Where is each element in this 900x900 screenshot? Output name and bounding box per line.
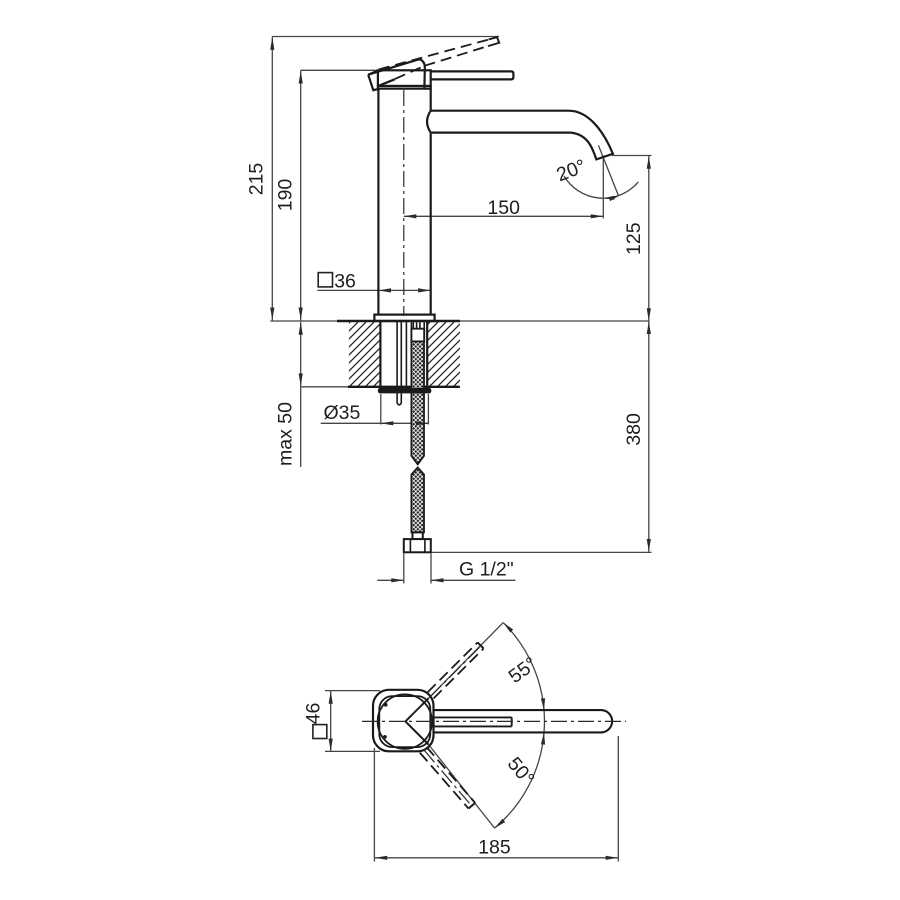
svg-text:150: 150 [487,197,520,219]
svg-text:190: 190 [275,179,297,212]
svg-text:185: 185 [478,837,511,859]
svg-text:55°: 55° [505,653,542,688]
svg-text:Ø35: Ø35 [324,402,361,424]
svg-text:36: 36 [334,270,356,292]
svg-text:max 50: max 50 [275,402,297,466]
svg-text:50°: 50° [503,753,539,790]
svg-text:380: 380 [623,413,645,446]
svg-text:125: 125 [623,222,645,255]
svg-text:G 1/2": G 1/2" [459,559,514,581]
svg-text:46: 46 [303,703,325,725]
svg-text:20°: 20° [553,155,588,186]
svg-text:215: 215 [246,163,268,196]
